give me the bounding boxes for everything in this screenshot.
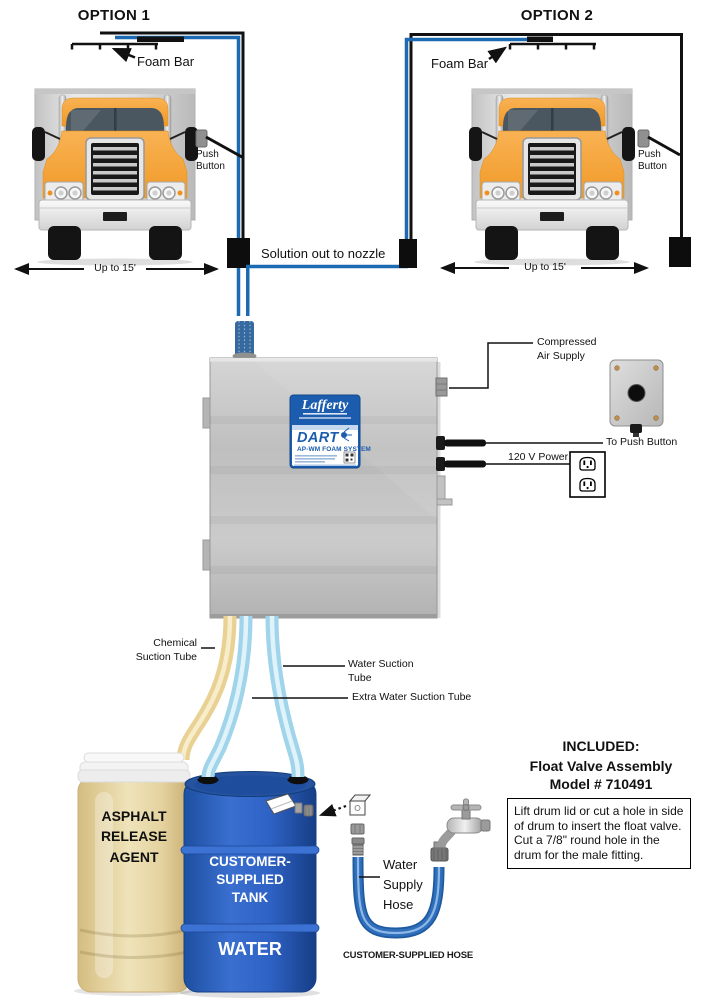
water-drum (180, 771, 320, 993)
brand-logo: Lafferty (301, 398, 349, 413)
water-tank-label: CUSTOMER- SUPPLIED TANK (209, 854, 291, 905)
air-leader-line (449, 342, 533, 389)
floor-box-option1 (227, 238, 250, 268)
foam-bar-label-option1: Foam Bar (137, 54, 195, 69)
product-name: DART (297, 430, 339, 446)
push-button-cable (444, 439, 486, 447)
foam-bar-arrow-option1 (111, 47, 136, 63)
mount-tab-bottom (202, 539, 211, 571)
unit-label (289, 394, 361, 469)
chemical-suction-tube (176, 615, 237, 761)
air-inlet-fitting (435, 377, 448, 397)
foam-bar-arrow-option2 (487, 46, 508, 64)
chemical-container (77, 761, 191, 993)
male-fitting (351, 837, 365, 845)
push-button-wire-option1 (205, 135, 243, 159)
option2-group (246, 33, 691, 316)
water-suction-tube (201, 615, 253, 778)
foam-bar-label-option2: Foam Bar (431, 56, 489, 71)
containers-group (74, 615, 347, 998)
width-label-option2: Up to 15' (524, 261, 566, 273)
included-heading: INCLUDED: (562, 738, 640, 754)
mount-tab-top (202, 397, 211, 429)
installation-note: Lift drum lid or cut a hole in side of d… (507, 798, 691, 869)
push-button-label-option2: Push Button (638, 149, 667, 172)
push-button-option2 (637, 129, 650, 148)
hose-connector-nut (430, 847, 449, 862)
power-label: 120 V Power (508, 451, 569, 463)
cable-gland-2 (436, 457, 445, 471)
foam-bar-option2 (508, 42, 596, 50)
solution-label: Solution out to nozzle (261, 246, 386, 261)
qr-code (343, 451, 356, 464)
water-tube-label: Water Suction Tube (348, 658, 414, 685)
floor-box-option2-left (399, 239, 417, 268)
width-label-option1: Up to 15' (94, 262, 136, 274)
option1-group (14, 31, 250, 316)
extra-water-suction-tube (265, 615, 305, 778)
dart-icon (341, 427, 352, 442)
to-push-button-label: To Push Button (606, 436, 678, 448)
extra-water-tube-label: Extra Water Suction Tube (352, 691, 472, 703)
foam-bar-fitting-option1 (137, 36, 184, 42)
chemical-container-label: ASPHALT RELEASE AGENT (100, 808, 168, 865)
push-button-icon (628, 384, 645, 402)
faucet (430, 798, 491, 862)
push-button-station (609, 359, 664, 437)
water-supply-hose-label: Water Supply Hose (383, 857, 423, 913)
cable-gland-1 (436, 436, 445, 450)
air-line-option1 (100, 31, 245, 240)
power-outlet-icon (569, 451, 606, 498)
included-item: Float Valve Assembly (529, 758, 673, 774)
water-supply-hose-graphic (352, 856, 445, 939)
included-model: Model # 710491 (549, 776, 653, 792)
chemical-tube-label: Chemical Suction Tube (135, 637, 197, 664)
float-valve-nut (350, 823, 365, 835)
water-content-label: WATER (218, 939, 282, 959)
float-valve-body (349, 800, 366, 816)
foam-bar-fitting-option2 (527, 36, 553, 42)
truck-option1 (31, 88, 199, 267)
customer-hose-label: CUSTOMER-SUPPLIED HOSE (343, 950, 474, 961)
option1-title: OPTION 1 (77, 7, 151, 24)
control-unit-group (202, 321, 664, 619)
option2-title: OPTION 2 (520, 7, 594, 24)
power-cable (444, 460, 486, 468)
floor-box-option2-right (669, 237, 691, 267)
system-name: AP-WM FOAM SYSTEM (297, 446, 371, 453)
float-valve-on-drum (265, 793, 314, 817)
air-supply-label: Compressed Air Supply (537, 336, 597, 363)
float-valve-insert-arrow (318, 803, 347, 817)
push-button-wire-option2 (647, 135, 681, 157)
foam-bar-option1 (70, 42, 158, 50)
arch-frame-option2 (409, 33, 683, 240)
push-button-option1 (195, 129, 208, 148)
push-button-label-option1: Push Button (196, 149, 225, 172)
truck-option2 (468, 88, 636, 267)
float-valve-assembly (348, 794, 372, 856)
chemical-container-lid (83, 752, 185, 763)
